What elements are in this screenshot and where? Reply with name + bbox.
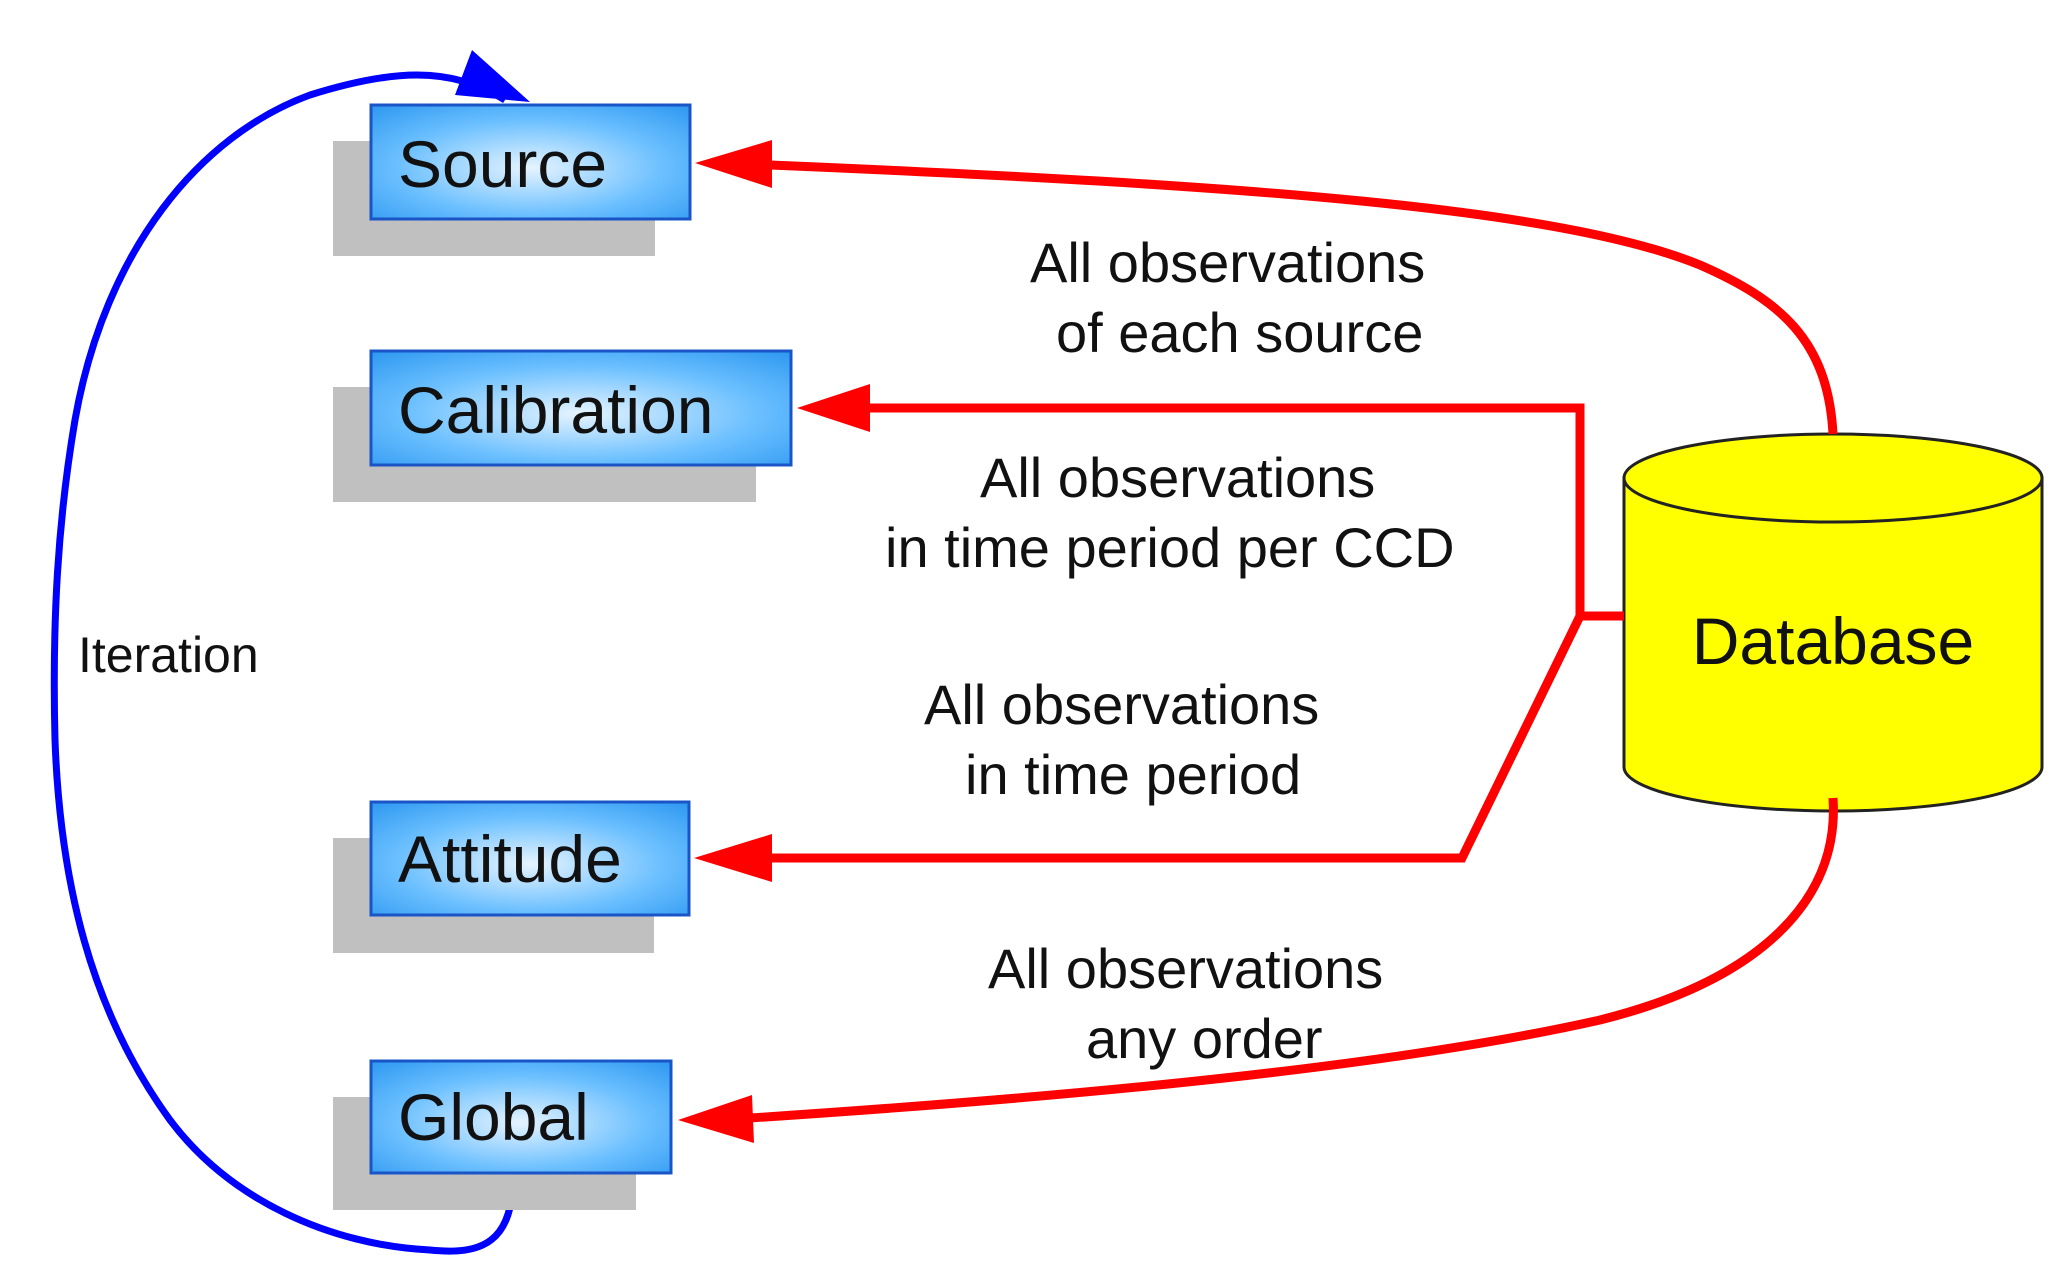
edge-global-label-line2: any order: [1086, 1007, 1323, 1070]
database-cylinder-top: [1622, 432, 2044, 524]
iteration-arrowhead: [455, 50, 530, 102]
calibration-label: Calibration: [398, 373, 714, 447]
calibration-node: Calibration: [333, 349, 793, 502]
source-box: [369, 103, 692, 221]
edge-global-line: [749, 797, 1838, 1123]
edge-source-line: [769, 160, 1838, 435]
attitude-node: Attitude: [333, 800, 691, 953]
attitude-box: [369, 800, 691, 917]
edge-global-label-line1: All observations: [988, 937, 1383, 1000]
edge-database-to-calibration: All observations in time period per CCD: [797, 384, 1624, 621]
database-node: Database: [1622, 432, 2044, 813]
attitude-label: Attitude: [398, 822, 622, 896]
edge-global-arrowhead: [678, 1095, 754, 1143]
edge-attitude-label-line1: All observations: [924, 673, 1319, 736]
source-node: Source: [333, 103, 692, 256]
edge-attitude-line: [770, 614, 1585, 863]
edge-source-label-line1: All observations: [1030, 231, 1425, 294]
edge-calibration-line: [868, 403, 1624, 621]
edge-attitude-label-line2: in time period: [965, 743, 1301, 806]
edge-calibration-label-line1: All observations: [980, 446, 1375, 509]
edge-database-to-source: All observations of each source: [695, 140, 1838, 435]
edge-source-arrowhead: [695, 140, 772, 188]
calibration-box: [369, 349, 793, 467]
source-label: Source: [398, 127, 607, 201]
database-cylinder-body: [1622, 476, 2044, 813]
edge-database-to-attitude: All observations in time period: [694, 614, 1585, 882]
global-box: [369, 1059, 673, 1175]
iteration-loop-path: [50, 71, 517, 1255]
global-label: Global: [398, 1080, 589, 1154]
iteration-loop: Iteration: [50, 50, 530, 1255]
edge-calibration-arrowhead: [797, 384, 870, 432]
edge-calibration-label-line2: in time period per CCD: [885, 516, 1455, 579]
global-node: Global: [333, 1059, 673, 1210]
edge-attitude-arrowhead: [694, 834, 772, 882]
iteration-label: Iteration: [78, 627, 259, 683]
edge-source-label-line2: of each source: [1056, 301, 1423, 364]
edge-database-to-global: All observations any order: [678, 797, 1838, 1143]
database-label: Database: [1692, 604, 1975, 678]
